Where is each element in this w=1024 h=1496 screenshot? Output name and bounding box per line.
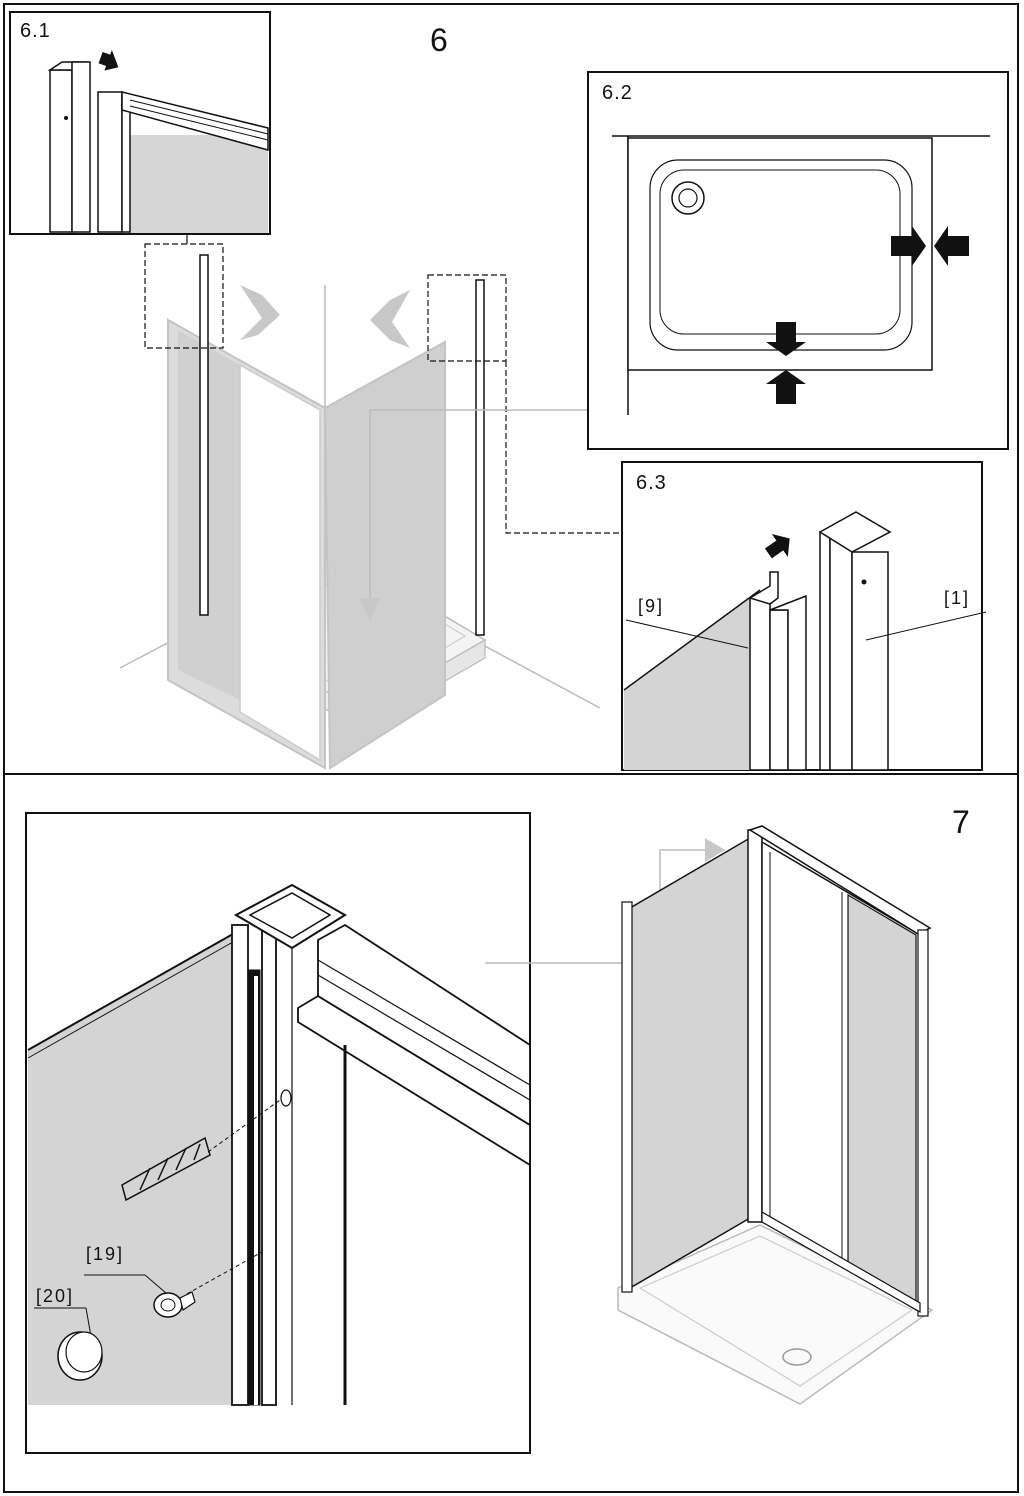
seal-strip (121, 1136, 211, 1202)
wall-profile-right (475, 279, 485, 636)
step7-detail (25, 812, 531, 1454)
inset-6-1 (9, 11, 271, 235)
drain-icon (671, 181, 705, 215)
screw-hole-icon (280, 1089, 292, 1107)
inset-6-2 (587, 71, 1009, 450)
arrow-left-icon (934, 226, 969, 266)
sliding-door (847, 893, 917, 1307)
arrow-up-icon (766, 370, 806, 404)
substep-6-2-label: 6.2 (602, 82, 633, 104)
callout-box-6-1 (144, 243, 224, 349)
step7-enclosure (485, 825, 934, 1405)
part-label-20: [20] (36, 1286, 75, 1306)
page-frame (3, 3, 1019, 1493)
step6-enclosure (119, 234, 622, 770)
step-6-number: 6 (430, 22, 448, 58)
arrow-right-icon (891, 226, 926, 266)
part-label-1: [1] (944, 588, 971, 608)
arrow-down-icon (766, 322, 806, 356)
arrow-icon (98, 49, 119, 71)
step-7-number: 7 (952, 804, 970, 840)
shower-tray (617, 1224, 934, 1405)
right-panel (323, 340, 446, 770)
drain (782, 1348, 812, 1366)
part-label-9: [9] (638, 596, 665, 616)
inset-6-3 (621, 461, 987, 771)
ghost-arrow-right (240, 285, 280, 340)
substep-6-3-label: 6.3 (636, 472, 667, 494)
arrow-icon (764, 533, 790, 559)
substep-6-1-label: 6.1 (20, 20, 51, 42)
part-label-19: [19] (86, 1244, 125, 1264)
ghost-arrow-left (370, 290, 410, 348)
wall-profile-left (199, 254, 209, 616)
fixed-panel (629, 836, 751, 1290)
screw-icon (153, 1292, 183, 1318)
callout-box-6-3 (427, 274, 507, 362)
